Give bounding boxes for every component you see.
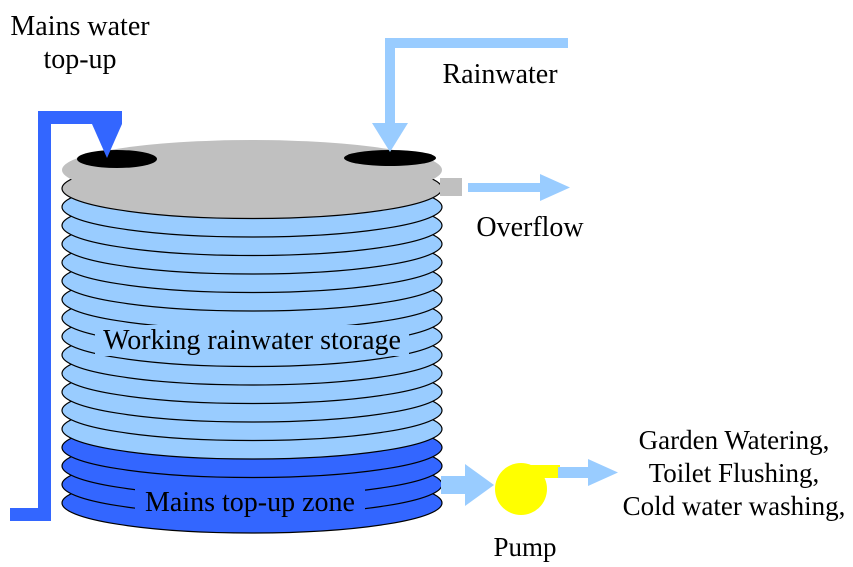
overflow-label: Overflow — [476, 212, 584, 243]
water-uses-line2: Toilet Flushing, — [648, 458, 820, 488]
water-uses-label: Garden Watering, Toilet Flushing, Cold w… — [615, 424, 853, 523]
lid-hole-right — [344, 150, 436, 166]
water-uses-line1: Garden Watering, — [638, 425, 830, 455]
rainwater-label: Rainwater — [442, 59, 558, 90]
tank-storage-rings — [61, 176, 443, 460]
rainwater-down-arrow-icon — [372, 123, 408, 152]
overflow-outlet-stub — [440, 178, 462, 196]
working-storage-label: Working rainwater storage — [60, 324, 444, 357]
overflow-arrow-icon — [468, 174, 570, 201]
mains-water-pipe — [10, 111, 122, 521]
mains-water-topup-label: Mains water top-up — [0, 10, 160, 76]
mains-water-topup-line1: Mains water — [10, 11, 150, 42]
mains-topup-zone-label: Mains top-up zone — [58, 486, 442, 519]
water-uses-line3: Cold water washing, — [622, 491, 846, 521]
lid-hole-left — [77, 150, 157, 168]
pump-label: Pump — [493, 532, 557, 562]
mains-down-arrow-icon — [92, 124, 122, 158]
tank-lid — [62, 140, 442, 200]
pump-icon — [495, 463, 560, 515]
pump-output-arrow-icon — [558, 459, 618, 486]
mains-water-topup-line2: top-up — [43, 44, 117, 75]
rainwater-pipe — [372, 38, 568, 152]
tank-outlet-arrow-icon — [441, 464, 494, 506]
